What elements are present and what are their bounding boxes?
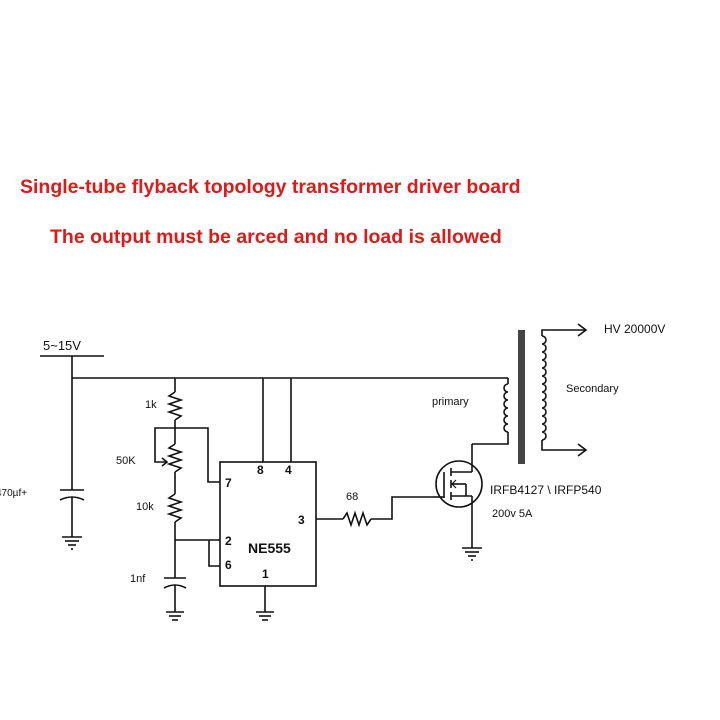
mosfet-ground xyxy=(462,547,482,561)
transformer-core xyxy=(518,330,525,464)
supply-rail xyxy=(40,355,508,379)
ne555-chip xyxy=(219,461,317,587)
pin7-wire xyxy=(175,427,220,483)
electrolytic-cap-label: 470µf+ xyxy=(0,488,27,499)
pin8-label: 8 xyxy=(257,463,264,477)
ic-ground xyxy=(256,586,274,621)
pin1-label: 1 xyxy=(262,567,269,581)
pin4-label: 4 xyxy=(285,463,292,477)
pin2-label: 2 xyxy=(225,534,232,548)
diagram-warning: The output must be arced and no load is … xyxy=(50,226,502,248)
ground-symbol xyxy=(62,536,82,550)
drain-wire xyxy=(472,432,509,445)
ic-label: NE555 xyxy=(248,540,291,556)
electrolytic-capacitor xyxy=(59,378,85,537)
diagram-title: Single-tube flyback topology transformer… xyxy=(20,176,521,198)
resistor-10k xyxy=(166,488,184,578)
mosfet xyxy=(433,444,483,548)
capacitor-1nf xyxy=(163,577,187,621)
secondary-label: Secondary xyxy=(566,383,619,395)
pin6-wire xyxy=(208,540,220,567)
potentiometer-50k xyxy=(154,427,184,488)
mosfet-label: IRFB4127 \ IRFP540 xyxy=(490,483,602,497)
pot50k-label: 50K xyxy=(116,455,136,467)
resistor-1k xyxy=(166,378,184,428)
pin7-label: 7 xyxy=(225,476,232,490)
resistor-68 xyxy=(316,496,433,528)
r10k-label: 10k xyxy=(136,501,154,513)
mosfet-rating-label: 200v 5A xyxy=(492,508,533,520)
r1k-label: 1k xyxy=(145,399,157,411)
primary-coil xyxy=(503,378,509,433)
cap1nf-label: 1nf xyxy=(130,573,146,585)
hv-output-label: HV 20000V xyxy=(604,322,665,336)
pin6-label: 6 xyxy=(225,558,232,572)
pin3-label: 3 xyxy=(298,513,305,527)
primary-label: primary xyxy=(432,396,469,408)
r68-label: 68 xyxy=(346,491,358,503)
secondary-coil xyxy=(541,323,588,457)
supply-voltage-label: 5~15V xyxy=(43,338,81,353)
